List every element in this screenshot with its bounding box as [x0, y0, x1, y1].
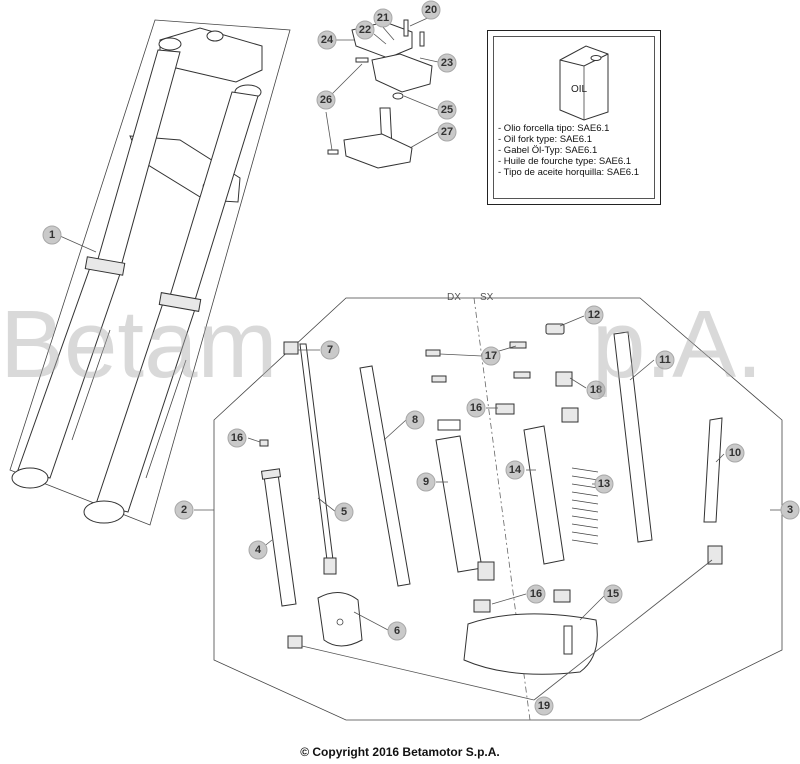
oil-note-en: - Oil fork type: SAE6.1 [498, 134, 592, 145]
svg-text:22: 22 [359, 24, 371, 36]
callout-18: 18 [586, 380, 606, 400]
svg-text:5: 5 [341, 506, 347, 518]
callout-13: 13 [594, 474, 614, 494]
callout-1: 1 [42, 225, 62, 245]
svg-text:16: 16 [470, 402, 482, 414]
callout-15: 15 [603, 584, 623, 604]
callout-26: 26 [316, 90, 336, 110]
oil-can-label: OIL [571, 84, 588, 95]
svg-text:23: 23 [441, 57, 453, 69]
svg-text:21: 21 [377, 12, 389, 24]
callout-4: 4 [248, 540, 268, 560]
svg-text:17: 17 [485, 350, 497, 362]
callout-19: 19 [534, 696, 554, 716]
svg-text:27: 27 [441, 126, 453, 138]
callout-20: 20 [421, 0, 441, 20]
svg-text:20: 20 [425, 4, 437, 16]
oil-note-es: - Tipo de aceite horquilla: SAE6.1 [498, 167, 640, 178]
oil-spec-inner-border [493, 36, 655, 199]
callout-9: 9 [416, 472, 436, 492]
svg-text:3: 3 [787, 504, 793, 516]
callout-11: 11 [655, 350, 675, 370]
exploded-view-frame [213, 297, 783, 721]
leader-lines [59, 15, 782, 701]
svg-text:18: 18 [590, 384, 602, 396]
callout-12: 12 [584, 305, 604, 325]
callout-21: 21 [373, 8, 393, 28]
svg-text:8: 8 [412, 414, 418, 426]
assembled-fork [11, 27, 263, 524]
callout-25: 25 [437, 100, 457, 120]
oil-note-de: - Gabel Öl-Typ: SAE6.1 [498, 145, 598, 156]
svg-text:12: 12 [588, 309, 600, 321]
svg-text:25: 25 [441, 104, 453, 116]
oil-can-icon: OIL [559, 45, 609, 121]
side-label-dx: DX [447, 292, 461, 303]
callout-22: 22 [355, 20, 375, 40]
svg-text:14: 14 [509, 464, 522, 476]
svg-text:19: 19 [538, 700, 550, 712]
upper-clamp-parts [327, 19, 433, 169]
callout-27: 27 [437, 122, 457, 142]
svg-text:16: 16 [231, 432, 243, 444]
callout-6: 6 [387, 621, 407, 641]
callout-3: 3 [780, 500, 800, 520]
callout-24: 24 [317, 30, 337, 50]
svg-text:6: 6 [394, 625, 400, 637]
oil-note-fr: - Huile de fourche type: SAE6.1 [498, 156, 632, 167]
copyright-notice: © Copyright 2016 Betamotor S.p.A. [300, 745, 500, 759]
callout-7: 7 [320, 340, 340, 360]
svg-text:10: 10 [729, 447, 741, 459]
callout-16-center: 16 [466, 398, 486, 418]
svg-text:24: 24 [321, 34, 334, 46]
exploded-parts [259, 323, 723, 675]
callout-8: 8 [405, 410, 425, 430]
fork-assembly-frame [9, 19, 291, 526]
svg-text:1: 1 [49, 229, 55, 241]
callout-5: 5 [334, 502, 354, 522]
callout-23: 23 [437, 53, 457, 73]
callout-2: 2 [174, 500, 194, 520]
callout-10: 10 [725, 443, 745, 463]
svg-text:26: 26 [320, 94, 332, 106]
svg-text:4: 4 [255, 544, 262, 556]
svg-text:9: 9 [423, 476, 429, 488]
side-label-sx: SX [480, 292, 494, 303]
svg-text:15: 15 [607, 588, 619, 600]
oil-note-it: - Olio forcella tipo: SAE6.1 [498, 123, 610, 134]
oil-spec-notes: - Olio forcella tipo: SAE6.1 - Oil fork … [498, 123, 639, 178]
oil-spec-box: - Olio forcella tipo: SAE6.1 - Oil fork … [487, 30, 661, 205]
svg-text:16: 16 [530, 588, 542, 600]
svg-text:13: 13 [598, 478, 610, 490]
callout-16-left: 16 [227, 428, 247, 448]
svg-text:2: 2 [181, 504, 187, 516]
callout-16-bottom: 16 [526, 584, 546, 604]
callout-14: 14 [505, 460, 525, 480]
svg-text:11: 11 [659, 354, 671, 366]
svg-text:7: 7 [327, 344, 333, 356]
callout-17: 17 [481, 346, 501, 366]
